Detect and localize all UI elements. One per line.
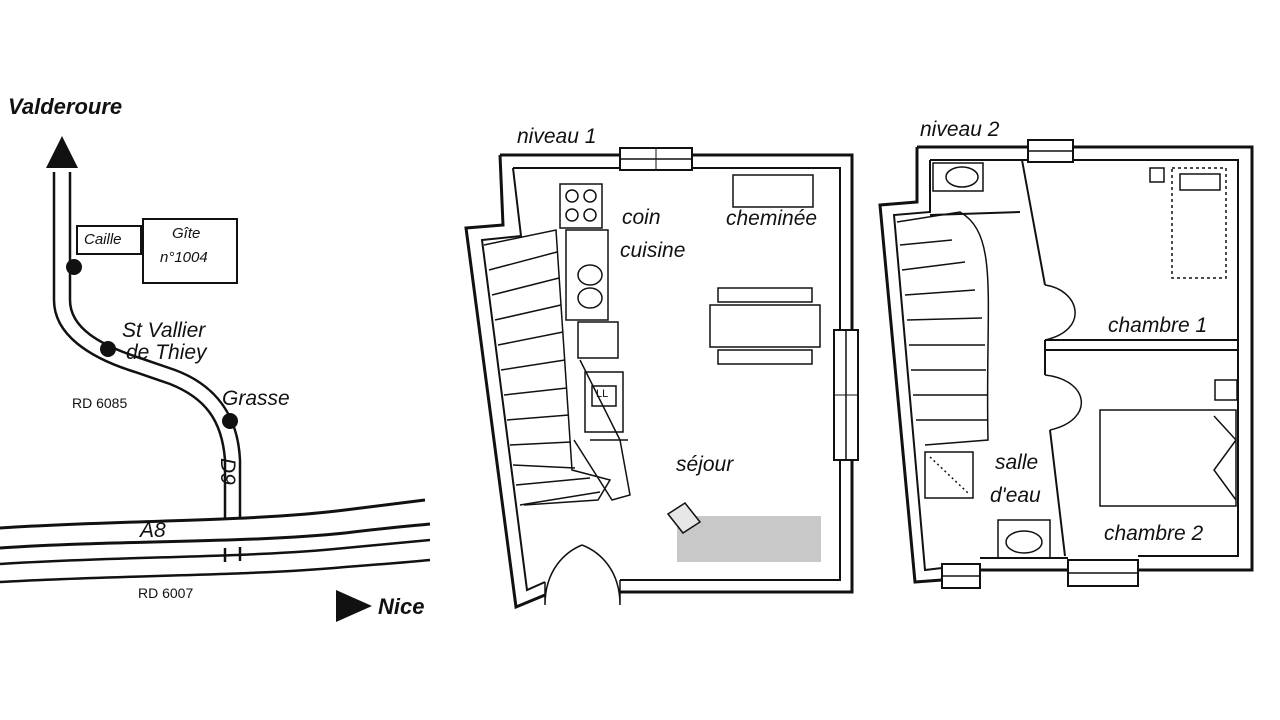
grasse-dot bbox=[222, 413, 238, 429]
bedroom2-label: chambre 2 bbox=[1104, 522, 1204, 545]
d9-label: D9 bbox=[216, 458, 239, 485]
north-destination-label: Valderoure bbox=[8, 94, 123, 119]
shower bbox=[924, 451, 974, 499]
toilet bbox=[932, 162, 984, 192]
level2-staircase bbox=[896, 211, 990, 446]
st-vallier-label-line2: de Thiey bbox=[126, 341, 207, 364]
bedroom1-label: chambre 1 bbox=[1108, 314, 1208, 337]
access-map bbox=[0, 136, 431, 622]
level2-outer-wall bbox=[878, 145, 1254, 584]
level1-title: niveau 1 bbox=[517, 125, 597, 148]
kitchen-counter bbox=[559, 183, 631, 501]
north-arrow-icon bbox=[46, 136, 78, 168]
road-rd6085 bbox=[52, 172, 227, 518]
level1-outer-wall bbox=[464, 153, 854, 610]
road-rd6007-edge bbox=[0, 558, 431, 584]
road-rd6007 bbox=[0, 538, 431, 566]
sink bbox=[997, 519, 1051, 559]
bed-chambre-1 bbox=[1149, 167, 1227, 279]
road-rd6085-edge bbox=[68, 172, 242, 518]
nice-arrow-icon bbox=[336, 590, 372, 622]
gite-box bbox=[142, 218, 238, 284]
sofa-area bbox=[677, 516, 821, 562]
st-vallier-dot bbox=[100, 341, 116, 357]
level2-door-swings bbox=[1044, 284, 1082, 431]
level2-partitions bbox=[929, 159, 1238, 557]
living-room-label: séjour bbox=[676, 453, 734, 476]
armchair bbox=[666, 501, 702, 535]
floor-plan-level-1 bbox=[464, 147, 859, 610]
level1-inner-wall bbox=[480, 167, 841, 592]
st-vallier-label: St Vallier bbox=[122, 319, 206, 342]
level1-entrance-door bbox=[544, 544, 621, 606]
caille-box bbox=[76, 225, 142, 255]
floor-plan-level-2 bbox=[878, 139, 1254, 589]
bed-chambre-2 bbox=[1099, 379, 1238, 507]
fireplace bbox=[732, 174, 814, 208]
east-destination-label: Nice bbox=[378, 594, 425, 619]
bathroom-label-line2: d'eau bbox=[990, 484, 1041, 507]
road-a8-edge bbox=[0, 522, 431, 550]
gite-number-label: n°1004 bbox=[160, 249, 208, 266]
level1-staircase bbox=[483, 229, 612, 506]
kitchen-label: coin bbox=[622, 206, 661, 229]
level2-title: niveau 2 bbox=[920, 118, 1000, 141]
dining-table bbox=[709, 287, 821, 365]
fireplace-label: cheminée bbox=[726, 207, 818, 230]
bathroom-label: salle bbox=[995, 451, 1039, 474]
road-a8 bbox=[0, 498, 426, 530]
caille-dot bbox=[66, 259, 82, 275]
rd6007-label: RD 6007 bbox=[138, 585, 194, 601]
kitchen-label-line2: cuisine bbox=[620, 239, 686, 262]
level2-inner-wall bbox=[892, 159, 1239, 572]
grasse-label: Grasse bbox=[222, 387, 290, 410]
washer-label: LL bbox=[596, 388, 609, 400]
a8-label: A8 bbox=[140, 519, 166, 542]
gite-label: Gîte bbox=[172, 225, 201, 242]
rd6085-label: RD 6085 bbox=[72, 395, 128, 411]
caille-label: Caille bbox=[84, 231, 122, 248]
